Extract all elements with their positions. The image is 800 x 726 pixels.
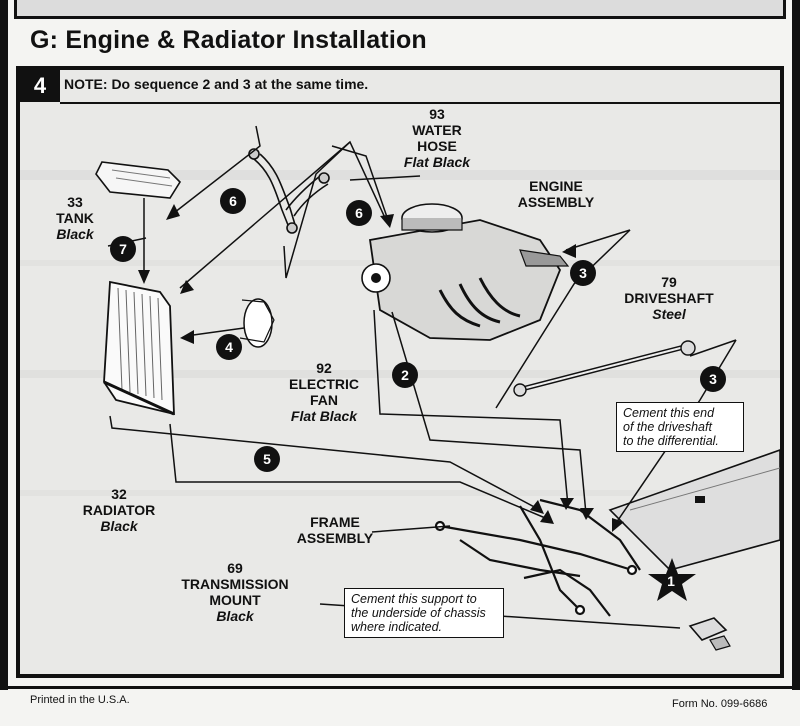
step-note: NOTE: Do sequence 2 and 3 at the same ti… [64,76,369,92]
sequence-badge-2: 2 [392,362,418,388]
form-number: Form No. 099-6686 [672,698,768,710]
printed-in-note: Printed in the U.S.A. [30,694,130,706]
sequence-badge-1: 1 [667,573,675,589]
tank-part [95,161,182,199]
chassis-body [608,449,780,571]
sequence-badge-7: 7 [110,236,136,262]
water-hose-part [248,148,330,234]
sequence-badge-6-right: 6 [346,200,372,226]
electric-fan-part [239,298,275,348]
sequence-badge-3-engine: 3 [570,260,596,286]
transmission-mount-part [688,617,731,651]
previous-section-strip [14,0,786,19]
water-hose-label: 93 WATER HOSE Flat Black [403,106,471,170]
electric-fan-label: 92 ELECTRIC FAN Flat Black [289,360,359,424]
sequence-badge-5: 5 [254,446,280,472]
tank-label: 33 TANK Black [56,194,94,242]
frame-assembly-label: FRAME ASSEMBLY [296,514,374,546]
support-cement-callout: Cement this support to the underside of … [344,588,504,638]
transmission-mount-label: 69 TRANSMISSION MOUNT Black [181,560,289,624]
section-title: G: Engine & Radiator Installation [30,26,427,54]
radiator-label: 32 RADIATOR Black [82,486,156,534]
footer-divider [0,686,800,689]
cement-star-icon [648,558,696,601]
page-border-left [0,0,8,690]
assembly-diagram [20,125,780,651]
frame-assembly-part [434,498,641,617]
page-border-right [792,0,800,690]
note-divider [60,102,780,104]
sequence-badge-6-left: 6 [220,188,246,214]
driveshaft-cement-callout: Cement this end of the driveshaft to the… [616,402,744,452]
driveshaft-label: 79 DRIVESHAFT Steel [624,274,714,322]
step-number: 4 [20,70,60,102]
arrowheads [138,204,624,532]
engine-assembly-label: ENGINE ASSEMBLY [517,178,595,210]
engine-assembly-part [361,203,570,341]
sequence-badge-4: 4 [216,334,242,360]
sequence-badge-3-driveshaft: 3 [700,366,726,392]
radiator-part [103,280,175,416]
instruction-panel: 4 NOTE: Do sequence 2 and 3 at the same … [16,66,784,678]
driveshaft-part [513,340,696,397]
